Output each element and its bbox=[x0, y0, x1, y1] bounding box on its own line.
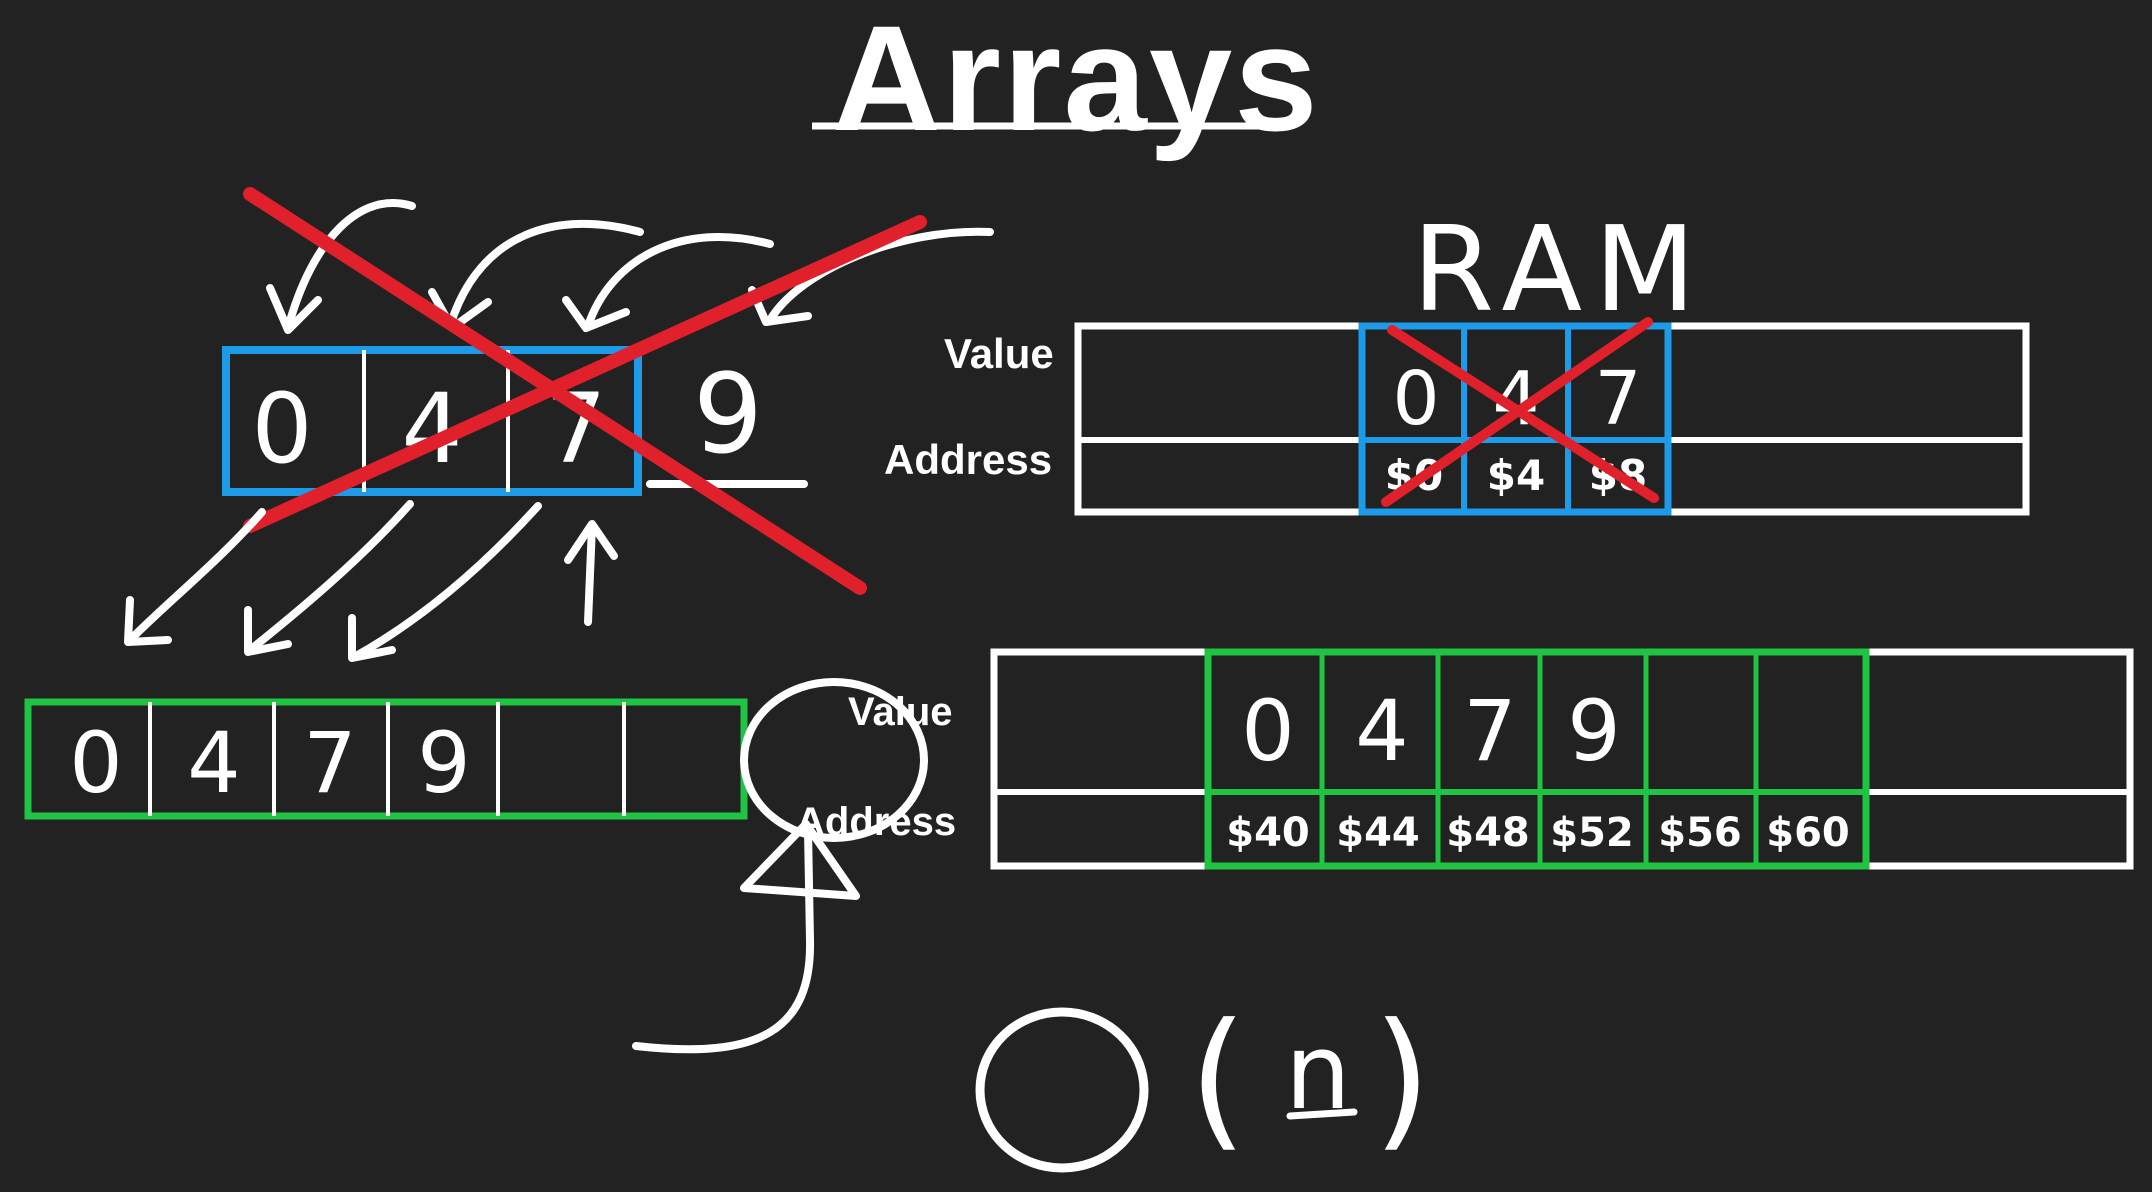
ram-bottom-address-label: Address bbox=[796, 800, 957, 844]
hook-arrow bbox=[632, 826, 815, 1054]
arrow-head bbox=[348, 614, 396, 662]
curved-arrow bbox=[446, 219, 644, 330]
copy-arrow bbox=[246, 500, 414, 654]
new-array: 0 4 7 9 bbox=[24, 698, 748, 820]
ram-bottom-address: $40 bbox=[1226, 810, 1310, 856]
ram-bottom-address: $44 bbox=[1336, 810, 1420, 856]
ram-top-address: $4 bbox=[1487, 451, 1545, 500]
big-o-letter bbox=[975, 1007, 1149, 1173]
new-value-9: 9 bbox=[693, 350, 763, 478]
ram-top-value-label: Value bbox=[944, 330, 1054, 377]
copy-arrow bbox=[352, 502, 542, 660]
arrow-head bbox=[740, 820, 860, 900]
old-array: 0 4 7 9 bbox=[222, 346, 808, 496]
old-array-frame bbox=[222, 346, 642, 496]
ram-bottom: 0 4 7 9 $40 $44 $48 $52 $56 $60 bbox=[990, 648, 2134, 870]
ram-bottom-address: $48 bbox=[1446, 810, 1530, 856]
arrow-head bbox=[244, 606, 292, 656]
ram-top-value: 0 bbox=[1392, 356, 1439, 442]
big-o-open-paren: ( bbox=[1189, 992, 1248, 1166]
copy-arrow bbox=[126, 508, 266, 644]
ram-bottom-value-label: Value bbox=[848, 690, 953, 734]
new-array-cell: 9 bbox=[417, 714, 470, 812]
ram-top-highlight bbox=[1358, 322, 1672, 516]
ram-top: RAM 0 4 7 $0 $4 $8 bbox=[1074, 200, 2030, 516]
curved-arrow bbox=[284, 199, 416, 332]
circle-mark bbox=[740, 678, 928, 842]
ram-top-value: 7 bbox=[1594, 356, 1641, 442]
old-array-cell: 0 bbox=[251, 373, 312, 485]
ram-top-red-cross bbox=[1381, 317, 1659, 507]
arrow-head bbox=[564, 520, 618, 564]
big-o-var-underline bbox=[1286, 1108, 1358, 1120]
ram-bottom-value: 4 bbox=[1355, 682, 1408, 780]
ram-bottom-address: $56 bbox=[1658, 810, 1742, 856]
page-title: Arrays bbox=[832, 0, 1320, 162]
new-array-cell: 7 bbox=[303, 714, 356, 812]
up-arrow bbox=[584, 522, 596, 626]
curved-arrow bbox=[584, 233, 774, 330]
new-array-cell: 4 bbox=[187, 714, 240, 812]
ram-bottom-value: 0 bbox=[1241, 682, 1294, 780]
append-annotation bbox=[632, 678, 928, 1054]
arrow-head bbox=[562, 296, 630, 332]
big-o-close-paren: ) bbox=[1373, 992, 1432, 1166]
copy-arrows bbox=[124, 500, 618, 662]
ram-heading: RAM bbox=[1412, 200, 1708, 338]
shift-arrows bbox=[266, 199, 994, 334]
ram-bottom-highlight bbox=[1204, 648, 1870, 870]
ram-top-frame bbox=[1074, 322, 2030, 516]
arrow-head bbox=[124, 596, 172, 646]
new-array-cell: 0 bbox=[69, 714, 122, 812]
ram-bottom-address: $52 bbox=[1550, 810, 1634, 856]
ram-bottom-value: 9 bbox=[1567, 682, 1620, 780]
arrow-head bbox=[266, 284, 322, 334]
ram-bottom-address: $60 bbox=[1766, 810, 1850, 856]
red-cross bbox=[243, 187, 927, 595]
ram-top-address-label: Address bbox=[884, 436, 1053, 483]
ram-bottom-value: 7 bbox=[1463, 682, 1516, 780]
big-o-annotation: ( n ) bbox=[975, 992, 1432, 1173]
